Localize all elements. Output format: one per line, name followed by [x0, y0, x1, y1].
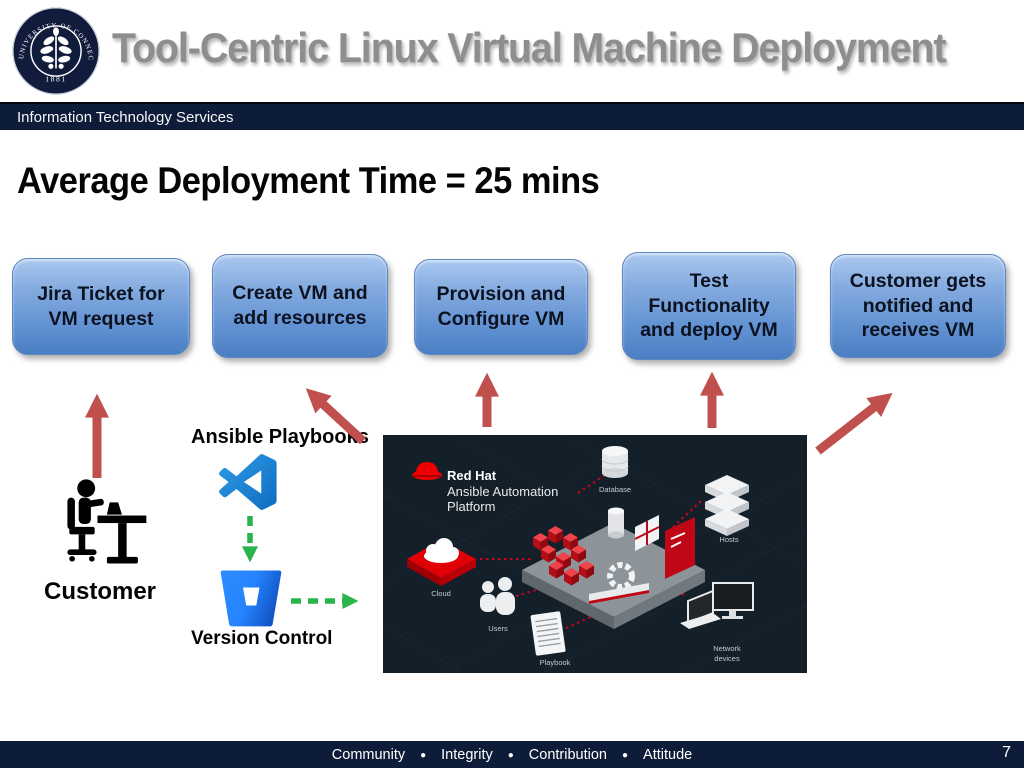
vscode-icon — [219, 454, 277, 510]
hosts-label: Hosts — [719, 535, 738, 544]
bullet-separator-icon: ● — [420, 749, 427, 761]
department-band: Information Technology Services — [0, 102, 1024, 130]
process-step-provision-vm: Provision and Configure VM — [414, 259, 588, 355]
uconn-seal-logo: UNIVERSITY OF CONNECTICUT 1881 — [12, 7, 100, 95]
page-number: 7 — [1002, 744, 1011, 761]
network-devices-icon — [680, 582, 754, 629]
process-step-customer-notified: Customer gets notified and receives VM — [830, 254, 1006, 358]
process-step-jira-ticket: Jira Ticket for VM request — [12, 258, 190, 355]
figure-product-line1: Ansible Automation — [447, 484, 558, 499]
header: UNIVERSITY OF CONNECTICUT 1881 Tool-Cent… — [0, 0, 1024, 101]
page-title: Tool-Centric Linux Virtual Machine Deplo… — [112, 24, 946, 71]
ansible-playbooks-label: Ansible Playbooks — [191, 426, 369, 448]
customer-at-desk-icon — [67, 479, 147, 564]
customer-label: Customer — [44, 578, 157, 605]
arrow-figure-to-customer-notified — [815, 392, 893, 455]
process-step-label: Create VM and add resources — [232, 282, 368, 329]
footer-band: Community ● Integrity ● Contribution ● A… — [0, 741, 1024, 768]
footer-value: Community — [331, 746, 406, 763]
bullet-separator-icon: ● — [621, 749, 629, 761]
users-label: Users — [488, 624, 508, 633]
cloud-icon — [407, 538, 476, 586]
process-step-test-deploy: Test Functionality and deploy VM — [622, 252, 796, 360]
figure-product-line2: Platform — [447, 499, 495, 514]
playbook-icon — [530, 611, 566, 656]
version-control-label: Version Control — [191, 628, 333, 649]
users-icon — [480, 577, 515, 615]
process-step-create-vm: Create VM and add resources — [212, 254, 388, 358]
process-step-label: Provision and Configure VM — [436, 283, 566, 330]
footer-value: Integrity — [441, 746, 493, 763]
network-devices-label-line2: devices — [714, 654, 740, 663]
database-icon — [601, 446, 629, 478]
footer-value: Contribution — [528, 746, 607, 763]
platform-hub — [522, 507, 705, 629]
database-label: Database — [599, 485, 631, 494]
oak-leaf-emblem-icon — [40, 27, 72, 69]
bullet-separator-icon: ● — [507, 749, 514, 761]
figure-brand: Red Hat — [447, 468, 497, 483]
process-step-label: Test Functionality and deploy VM — [640, 269, 778, 342]
seal-year: 1881 — [45, 75, 66, 84]
hosts-icon — [705, 475, 749, 536]
cloud-label: Cloud — [431, 589, 451, 598]
main-heading: Average Deployment Time = 25 mins — [17, 160, 600, 201]
playbook-label: Playbook — [540, 658, 571, 667]
process-step-label: Jira Ticket for VM request — [37, 282, 165, 330]
department-label: Information Technology Services — [17, 108, 234, 126]
bitbucket-icon — [220, 570, 282, 627]
redhat-logo-icon — [412, 462, 442, 480]
network-devices-label-line1: Network — [713, 644, 741, 653]
process-step-label: Customer gets notified and receives VM — [849, 269, 987, 342]
footer-value: Attitude — [643, 746, 693, 763]
ansible-automation-platform-figure: Red Hat Ansible Automation Platform Data… — [383, 435, 807, 673]
